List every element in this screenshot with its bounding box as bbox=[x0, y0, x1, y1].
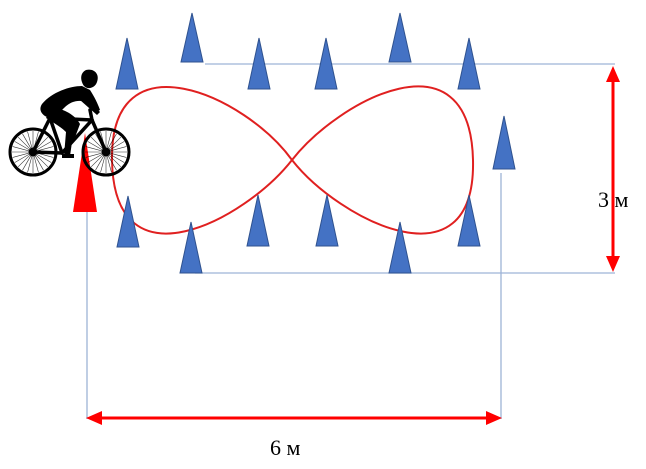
traffic-cone-icon bbox=[180, 12, 204, 63]
traffic-cone-icon bbox=[179, 221, 203, 274]
width-dimension-arrow bbox=[86, 411, 502, 425]
traffic-cone-icon bbox=[457, 37, 481, 90]
traffic-cone-icon bbox=[457, 194, 481, 247]
traffic-cone-icon bbox=[314, 37, 338, 90]
traffic-cone-icon bbox=[492, 115, 516, 170]
guide-lines bbox=[86, 63, 615, 419]
traffic-cone-icon bbox=[388, 221, 412, 274]
traffic-cone-icon bbox=[315, 194, 339, 247]
traffic-cone-icon bbox=[116, 195, 140, 248]
start-marker-icon bbox=[73, 133, 97, 212]
traffic-cone-icon bbox=[247, 37, 271, 90]
traffic-cone-icon bbox=[246, 194, 270, 247]
cyclist-icon bbox=[8, 69, 131, 177]
traffic-cone-icon bbox=[115, 37, 139, 90]
cones bbox=[115, 12, 516, 274]
height-dimension-label: 3 м bbox=[598, 187, 629, 212]
traffic-cone-icon bbox=[388, 12, 412, 63]
height-dimension-arrow bbox=[606, 66, 620, 272]
figure-eight-path bbox=[110, 85, 475, 235]
width-dimension-label: 6 м bbox=[270, 435, 301, 460]
